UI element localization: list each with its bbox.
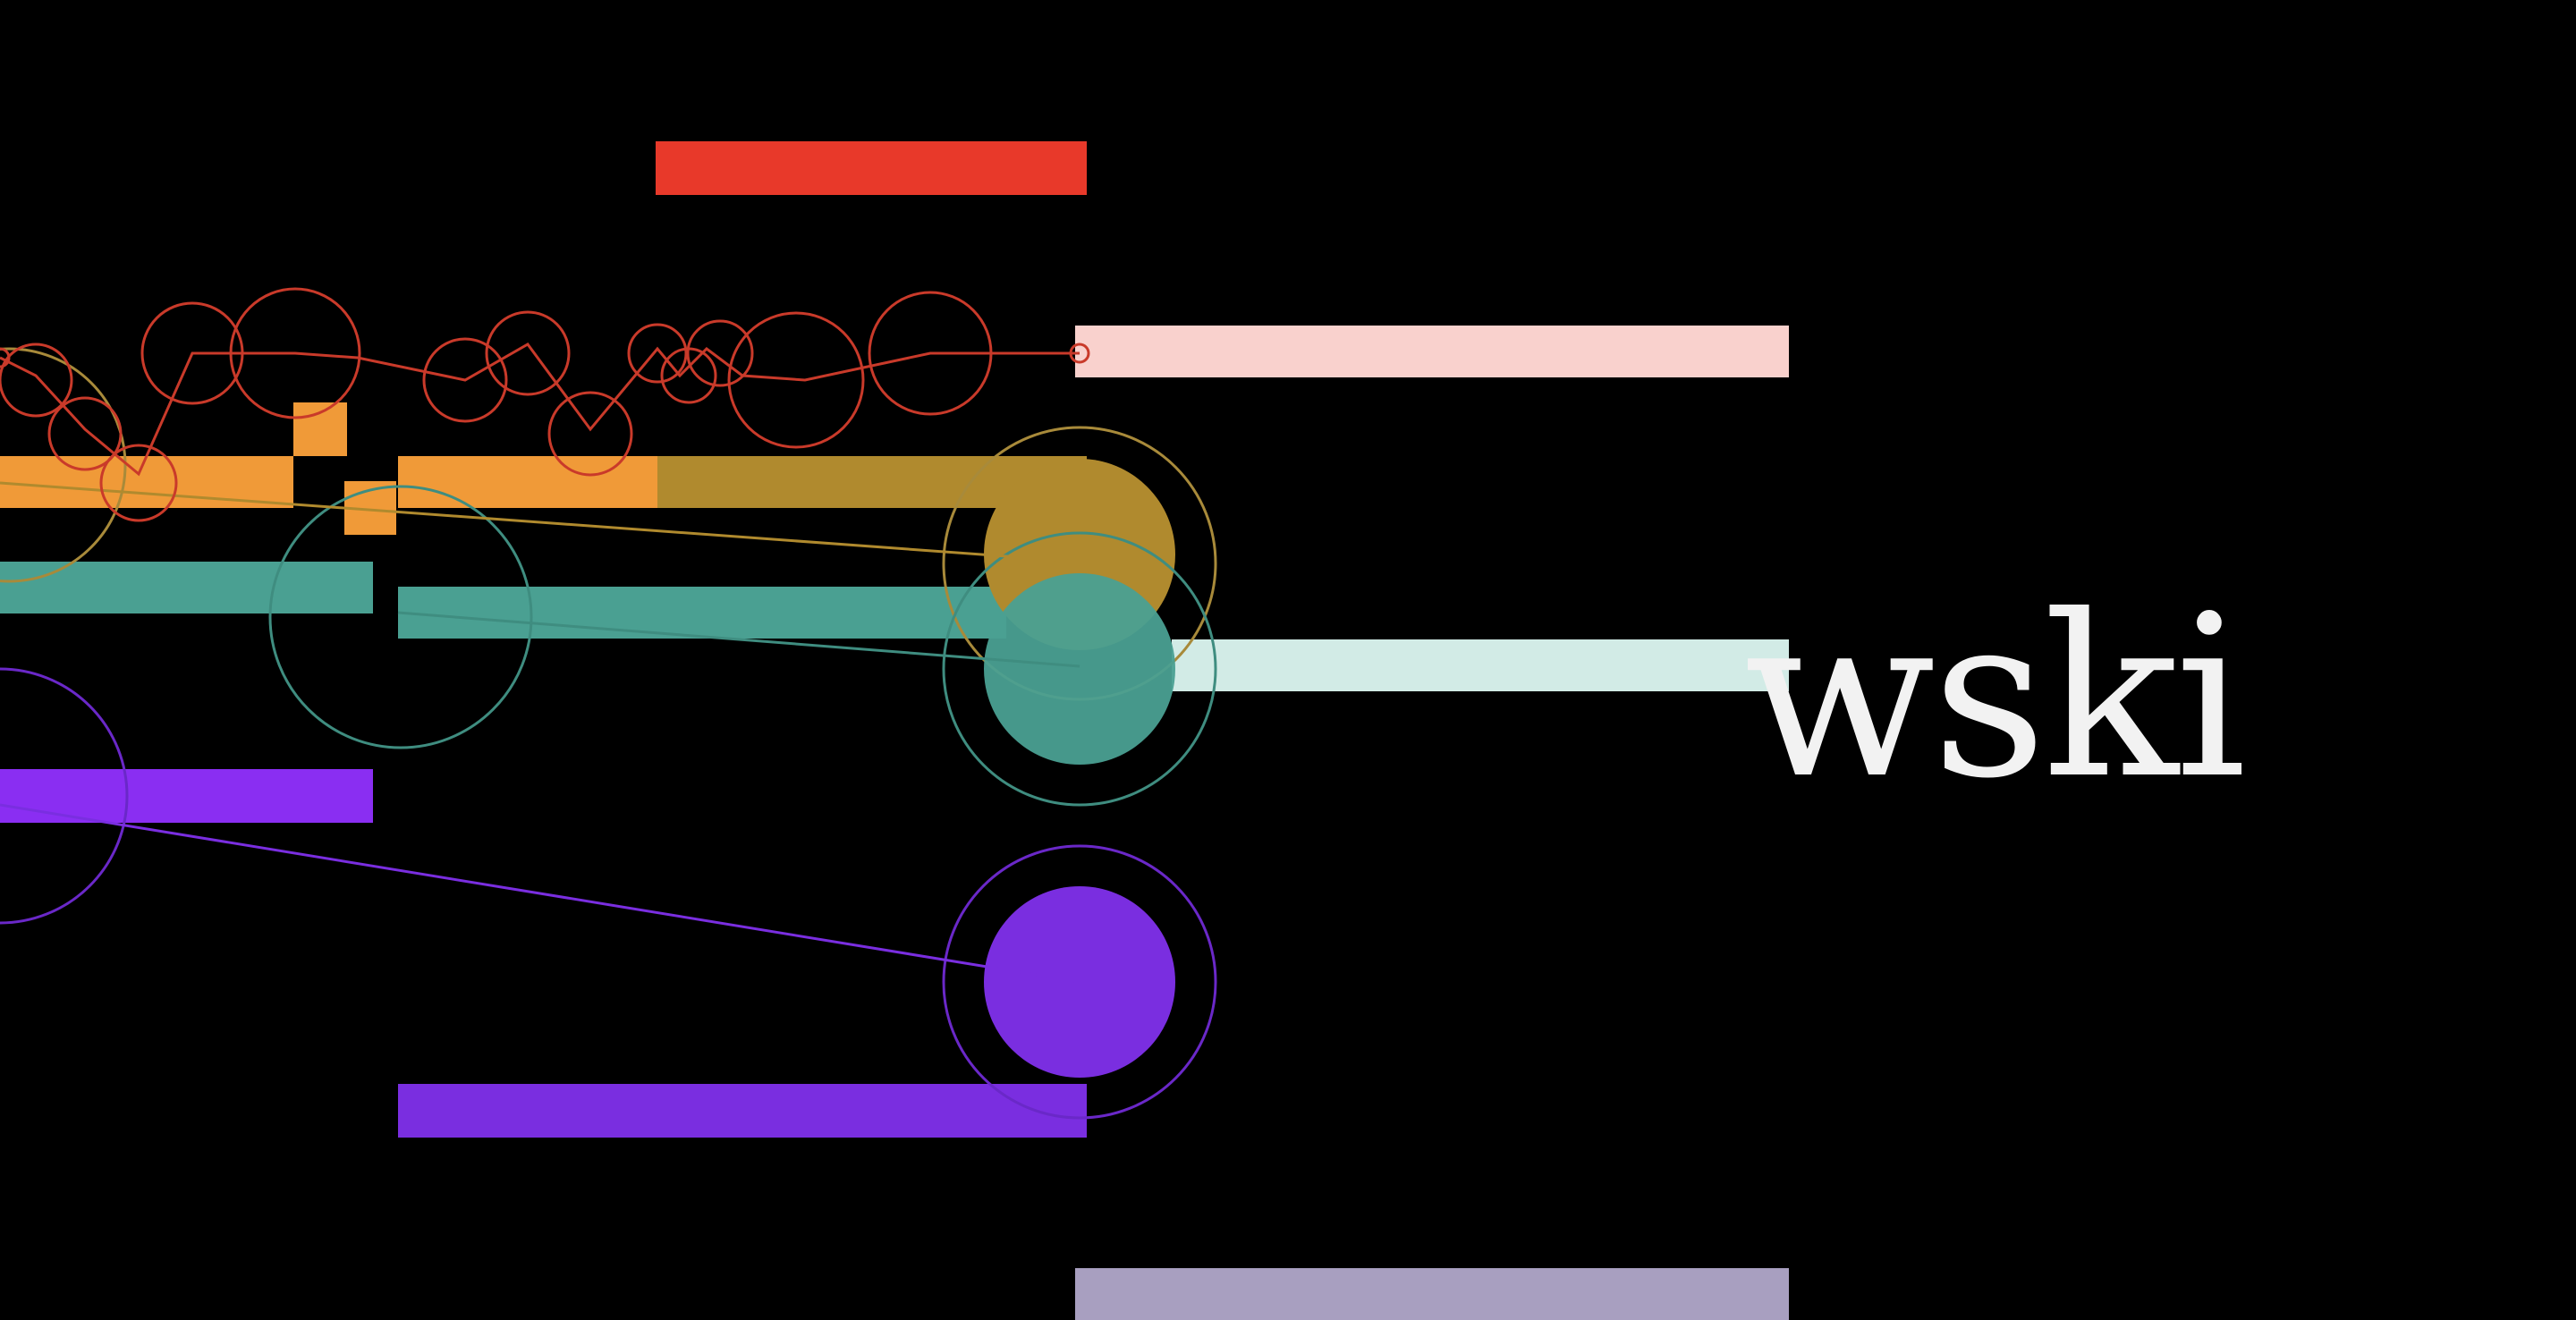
teal-mid-ring bbox=[268, 485, 533, 749]
red-ring bbox=[686, 319, 754, 387]
red-chain-line bbox=[0, 343, 1080, 477]
teal-bar bbox=[0, 562, 373, 613]
ochre-connector bbox=[0, 481, 1080, 563]
teal-disc bbox=[984, 573, 1175, 765]
mint-bar bbox=[1172, 639, 1789, 691]
pink-bar bbox=[1075, 326, 1789, 377]
orange-bar bbox=[0, 456, 293, 508]
red-bar bbox=[656, 141, 1087, 195]
title-fragment: wski bbox=[1744, 567, 2247, 827]
red-circle-chain bbox=[0, 287, 1090, 522]
red-ring bbox=[99, 444, 178, 522]
red-ring bbox=[229, 287, 361, 419]
lavender-bar bbox=[1075, 1268, 1789, 1320]
red-ring bbox=[140, 301, 244, 405]
orange-bar bbox=[293, 402, 347, 456]
ochre-left-ring bbox=[0, 347, 127, 583]
teal-connector bbox=[397, 611, 1080, 668]
teal-bars bbox=[0, 562, 1006, 639]
orange-bars bbox=[0, 402, 1087, 535]
teal-ring bbox=[942, 531, 1217, 807]
red-ring bbox=[627, 323, 688, 384]
purple-connector bbox=[0, 803, 1080, 984]
red-ring bbox=[485, 310, 571, 396]
red-ring bbox=[0, 347, 11, 368]
orange-bar bbox=[398, 456, 657, 508]
teal-bar bbox=[398, 587, 1006, 639]
purple-ring bbox=[942, 844, 1217, 1120]
red-ring bbox=[727, 311, 865, 449]
red-ring bbox=[1069, 343, 1090, 364]
purple-left-ring bbox=[0, 667, 129, 925]
purple-bar bbox=[398, 1084, 1087, 1138]
red-ring bbox=[0, 343, 73, 418]
red-ring bbox=[47, 396, 123, 471]
red-ring bbox=[868, 291, 993, 416]
red-ring bbox=[547, 391, 633, 477]
red-ring bbox=[422, 337, 508, 423]
